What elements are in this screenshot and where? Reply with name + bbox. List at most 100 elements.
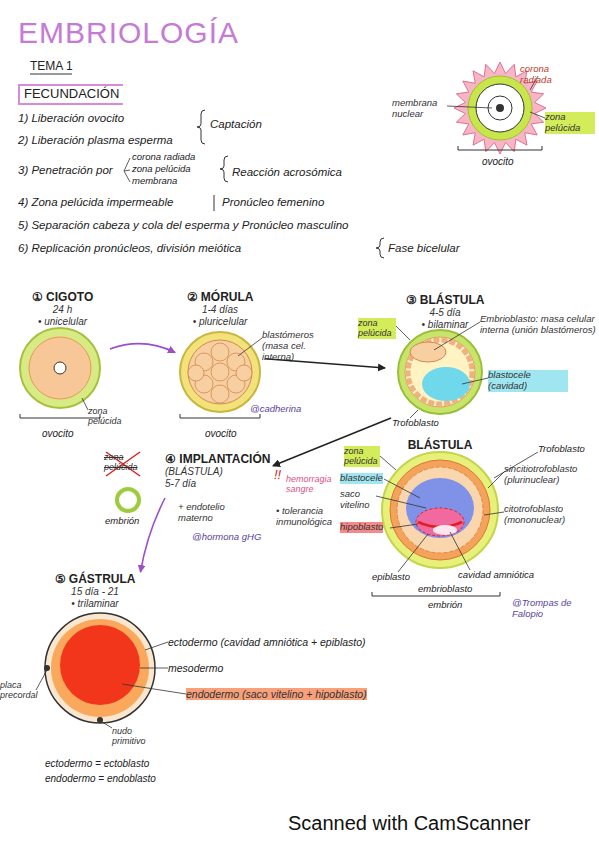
illustration-shape — [433, 525, 457, 535]
annotation-label: blastocele (cavidad) — [488, 370, 568, 392]
stage-node: ② MÓRULA1-4 días• pluricelular — [175, 290, 265, 415]
annotation-label: 6) Replicación pronúcleos, división meió… — [18, 242, 241, 255]
stage-detail: • unicelular — [15, 316, 110, 328]
illustration-shape — [390, 524, 418, 528]
annotation-label: zona pelúcida — [545, 112, 595, 134]
stage-detail: 24 h — [15, 304, 110, 316]
annotation-label: hipoblasto — [340, 522, 383, 533]
annotation-label: membrana — [132, 176, 177, 187]
annotation-label: FECUNDACIÓN — [18, 84, 123, 105]
illustration-shape — [468, 76, 532, 140]
stage-node: ⑤ GÁSTRULA15 día - 21• trilaminar — [30, 572, 160, 732]
annotation-label: blastómeros (masa cel. interna) — [262, 330, 337, 363]
annotation-label: hemorragia sangre — [286, 474, 332, 495]
illustration-shape — [416, 508, 464, 536]
illustration-shape — [496, 104, 504, 112]
illustration-shape — [396, 326, 410, 340]
illustration-shape — [117, 489, 139, 511]
illustration-shape — [211, 363, 229, 381]
stage-heading: ④ IMPLANTACIÓN — [165, 452, 273, 466]
illustration-shape — [180, 332, 260, 412]
stage-heading: BLÁSTULA — [380, 438, 500, 452]
illustration-shape — [122, 684, 186, 694]
annotation-label: Embrioblasto: masa celular interna (unió… — [480, 314, 596, 336]
annotation-label: 2) Liberación plasma esperma — [18, 134, 173, 147]
annotation-label: epiblasto — [372, 572, 410, 583]
annotation-label: Trofoblasto — [392, 418, 439, 429]
stage-heading: ② MÓRULA — [175, 290, 265, 304]
annotation-label: membrana nuclear — [392, 98, 447, 120]
stage-heading: ③ BLÁSTULA — [385, 293, 505, 307]
illustration-shape — [60, 625, 140, 705]
annotation-label: embrioblasto — [418, 584, 472, 595]
annotation-label: cavidad amniótica — [458, 570, 534, 581]
illustration-shape — [384, 479, 420, 498]
annotation-label: @hormona gHG — [192, 532, 261, 543]
illustration-shape — [238, 338, 262, 356]
annotation-label: @cadherina — [250, 404, 301, 415]
stage-detail: (BLÁSTULA) — [165, 466, 273, 478]
annotation-label: zona pelúcida — [88, 406, 138, 427]
annotation-label: + endotelio materno — [178, 502, 233, 524]
illustration-shape — [376, 496, 426, 508]
illustration-shape — [410, 410, 418, 418]
annotation-label: ovocito — [205, 428, 237, 440]
stage-node: ④ IMPLANTACIÓN(BLÁSTULA)5-7 día — [165, 452, 273, 498]
stage-detail: 1-4 días — [175, 304, 265, 316]
illustration-shape — [447, 106, 492, 108]
stage-heading: ⑤ GÁSTRULA — [30, 572, 160, 586]
illustration-shape — [380, 456, 396, 470]
annotation-label: Pronúcleo femenino — [222, 196, 324, 209]
annotation-label: !! — [274, 468, 281, 483]
annotation-label: embrión — [428, 600, 462, 611]
illustration-shape — [140, 668, 168, 669]
illustration-shape — [188, 343, 252, 403]
annotation-label: sincitiotrofoblasto (plurinuclear) — [504, 464, 596, 486]
illustration-shape — [197, 110, 205, 144]
annotation-label: ectodermo (cavidad amniótica + epiblasto… — [168, 636, 366, 648]
illustration-shape — [530, 112, 545, 118]
illustration-shape — [410, 342, 446, 362]
illustration-shape — [398, 330, 482, 414]
annotation-label: endodermo (saco vitelino + hipoblasto) — [186, 688, 367, 700]
illustration-shape — [406, 478, 474, 538]
illustration-shape — [82, 398, 88, 410]
annotation-label: Captación — [210, 118, 262, 131]
illustration-shape — [36, 670, 47, 690]
illustration-shape — [30, 74, 72, 75]
stage-heading: ① CIGOTO — [15, 290, 110, 304]
annotation-label: @Trompas de Falopio — [512, 598, 594, 620]
annotation-label: citotrofoblasto (mononuclear) — [504, 504, 596, 526]
stage-node: ① CIGOTO24 h• unicelular — [15, 290, 110, 408]
annotation-label: ovocito — [482, 156, 514, 168]
illustration-shape — [382, 452, 498, 568]
stage-node: ③ BLÁSTULA4-5 día• bilaminar — [385, 293, 505, 418]
annotation-label: TEMA 1 — [30, 60, 73, 74]
annotation-label: corona radiada — [520, 64, 575, 86]
illustration-shape — [450, 532, 470, 570]
illustration-shape — [20, 328, 100, 408]
stage-detail: 15 día - 21 — [30, 586, 160, 598]
annotation-label: zona pelúcida — [358, 318, 396, 339]
illustration-shape — [458, 146, 542, 150]
illustration-shape — [180, 414, 260, 418]
flow-arrow — [273, 418, 391, 466]
illustration-shape — [188, 365, 204, 381]
illustration-shape — [124, 158, 130, 182]
annotation-label: saco vitelino — [340, 489, 380, 511]
annotation-label: zona pelúcida — [104, 452, 144, 473]
illustration-shape — [484, 512, 504, 515]
annotation-label: Fase bicelular — [388, 242, 460, 255]
annotation-label: Trofoblasto — [538, 444, 585, 455]
illustration-shape — [398, 534, 428, 572]
annotation-label: ovocito — [42, 428, 74, 440]
illustration-shape — [236, 365, 252, 381]
illustration-shape — [397, 467, 483, 553]
stage-node: BLÁSTULA — [380, 438, 500, 570]
stage-detail: • trilaminar — [30, 598, 160, 610]
annotation-label: endodermo = endoblasto — [45, 773, 156, 785]
annotation-label: 1) Liberación ovocito — [18, 112, 124, 125]
illustration-shape — [54, 362, 66, 374]
annotation-label: 3) Penetración por — [18, 164, 113, 177]
